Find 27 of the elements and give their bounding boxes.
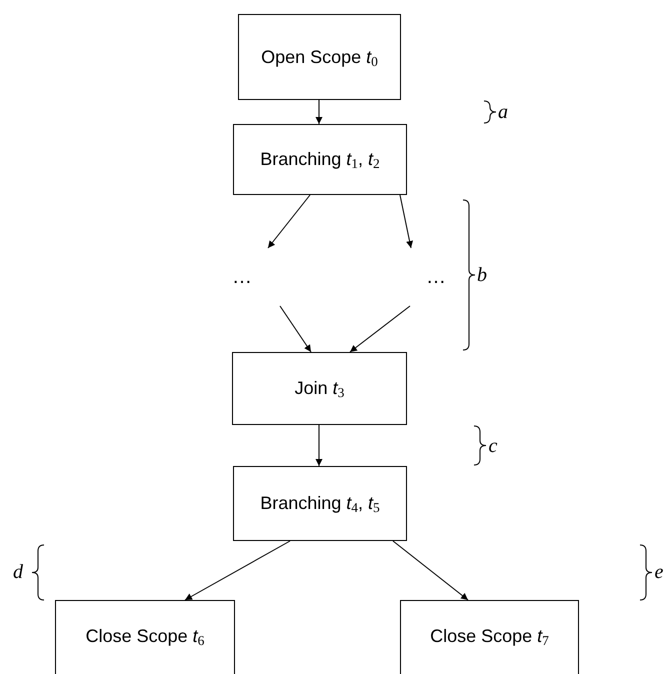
arrow	[392, 540, 468, 600]
arrow	[400, 194, 413, 248]
process-box	[400, 600, 579, 674]
arrow	[184, 540, 290, 600]
arrow	[268, 194, 310, 248]
node-label: Branching t$_{4}$, t$_{5}$	[260, 492, 380, 517]
ellipsis: …	[426, 265, 446, 290]
brace-label: a	[498, 102, 508, 122]
ellipsis: …	[232, 265, 252, 290]
node-label: Open Scope t$_{0}$	[261, 46, 378, 70]
arrow	[280, 306, 312, 352]
brace-label: c	[488, 436, 498, 456]
node-label: Close Scope t$_{6}$	[86, 625, 204, 650]
arrow	[350, 306, 410, 352]
process-box	[232, 352, 407, 425]
brace-label: b	[477, 265, 487, 285]
process-box	[238, 14, 401, 100]
arrow	[316, 424, 322, 466]
node-label: Branching t$_{1}$, t$_{2}$	[260, 148, 380, 173]
brace-label: e	[654, 562, 664, 582]
brace-label: d	[13, 562, 23, 582]
process-box	[233, 466, 407, 541]
process-box	[55, 600, 235, 674]
arrow	[316, 100, 322, 124]
node-label: Join t$_{3}$	[294, 377, 344, 402]
process-box	[233, 124, 407, 195]
node-label: Close Scope t$_{7}$	[430, 625, 549, 650]
